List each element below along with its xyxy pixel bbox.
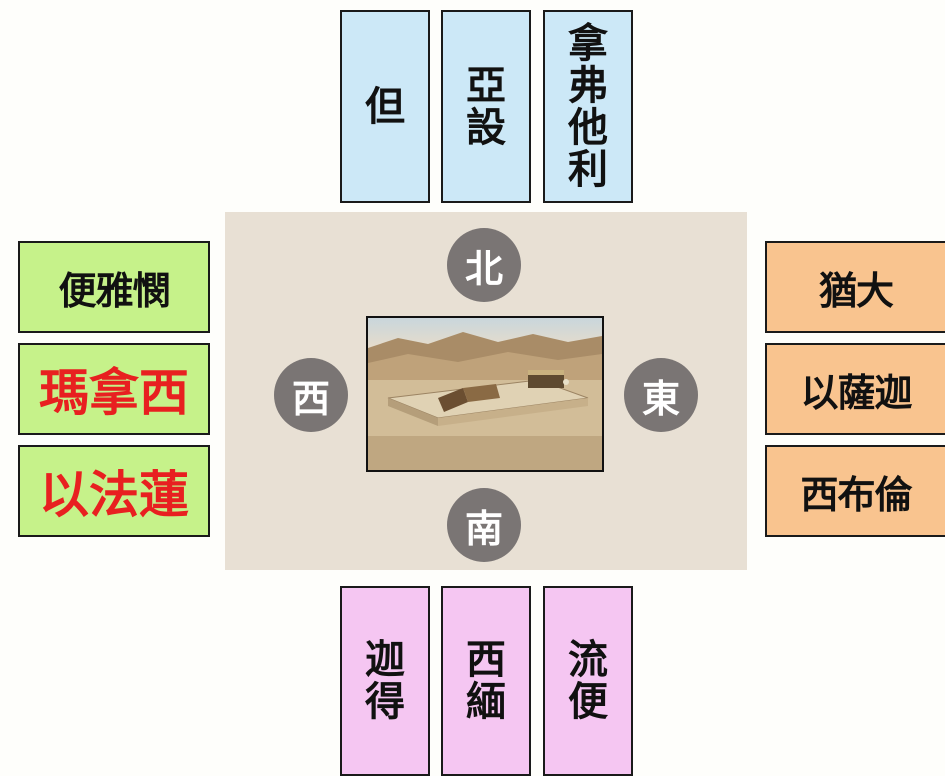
- tribe-char: 迦: [365, 636, 405, 683]
- tribe-label: 以薩迦: [800, 369, 912, 415]
- west-tribe-benjamin: 便雅憫: [18, 241, 210, 333]
- tribe-char: 設: [466, 103, 506, 151]
- tribe-label: 瑪拿西: [39, 363, 189, 422]
- tribe-label: 便雅憫: [58, 267, 170, 313]
- tribe-char: 利: [568, 145, 608, 193]
- direction-label: 西: [291, 375, 330, 421]
- tribe-char: 拿: [568, 19, 608, 67]
- tribe-char: 亞: [466, 61, 506, 109]
- tribe-char: 緬: [466, 678, 506, 725]
- north-tribe-asher: 亞 設: [441, 10, 531, 203]
- direction-label: 東: [641, 375, 680, 421]
- tabernacle-illustration: [368, 318, 602, 470]
- tribe-label: 以法蓮: [39, 465, 189, 524]
- east-tribe-zebulun: 西布倫: [765, 445, 945, 537]
- tribe-char: 便: [568, 678, 608, 725]
- west-tribe-ephraim: 以法蓮: [18, 445, 210, 537]
- direction-label: 南: [464, 505, 503, 551]
- tribe-char: 西: [466, 636, 506, 683]
- south-tribe-simeon: 西 緬: [441, 586, 531, 776]
- tribe-char: 但: [365, 82, 405, 130]
- direction-west-badge: 西: [274, 358, 348, 432]
- tribe-label: 猶大: [818, 267, 894, 313]
- south-tribe-reuben: 流 便: [543, 586, 633, 776]
- tribe-char: 得: [365, 678, 405, 725]
- east-tribe-judah: 猶大: [765, 241, 945, 333]
- tribe-char: 他: [568, 103, 608, 151]
- direction-north-badge: 北: [447, 228, 521, 302]
- direction-south-badge: 南: [447, 488, 521, 562]
- tribe-char: 流: [568, 636, 608, 683]
- direction-label: 北: [464, 245, 503, 291]
- direction-east-badge: 東: [624, 358, 698, 432]
- tribe-label: 西布倫: [800, 471, 912, 517]
- west-tribe-manasseh: 瑪拿西: [18, 343, 210, 435]
- east-tribe-issachar: 以薩迦: [765, 343, 945, 435]
- tribe-char: 弗: [568, 61, 608, 109]
- north-tribe-naphtali: 拿 弗 他 利: [543, 10, 633, 203]
- north-tribe-dan: 但: [340, 10, 430, 203]
- tabernacle-image: [366, 316, 604, 472]
- south-tribe-gad: 迦 得: [340, 586, 430, 776]
